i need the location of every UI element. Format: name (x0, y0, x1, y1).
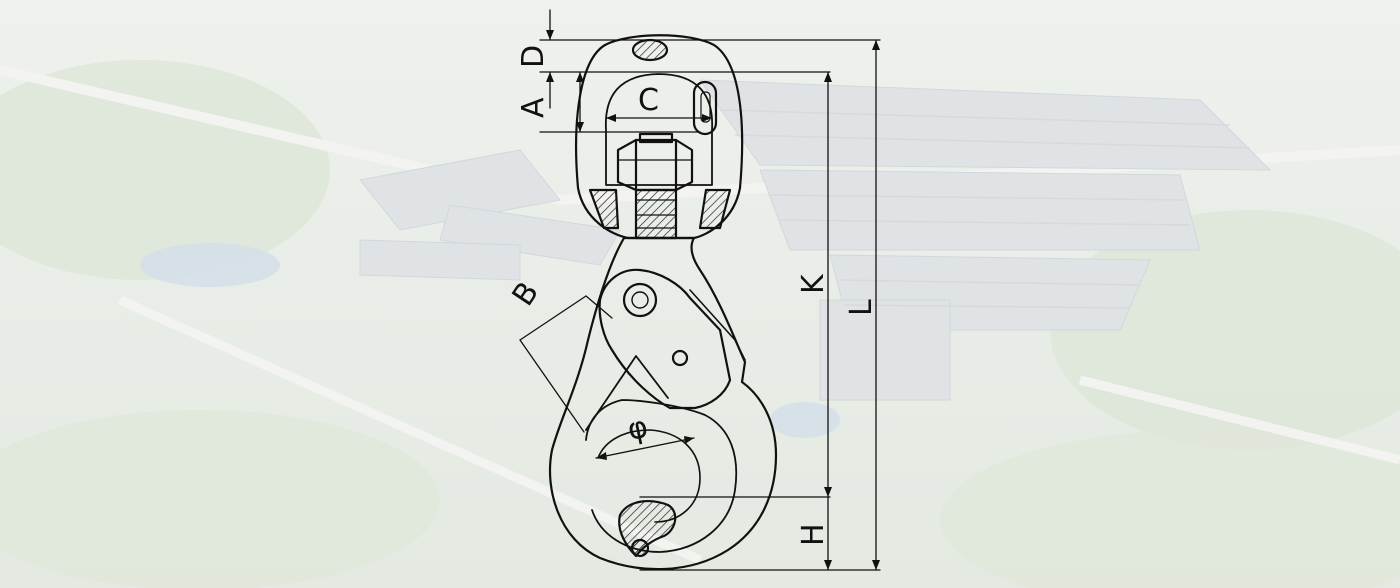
dim-label-b: B (506, 276, 547, 313)
hook-body (548, 236, 778, 571)
dim-label-phi: φ (624, 409, 651, 447)
dim-label-a: A (516, 97, 551, 118)
dimension-arrows (546, 30, 880, 570)
dim-label-d: D (516, 45, 551, 68)
hex-nut (616, 132, 694, 192)
dim-label-k: K (796, 273, 831, 294)
dimension-lines (519, 9, 881, 571)
safety-latch (585, 268, 746, 431)
dim-label-l: L (844, 299, 879, 316)
swivel-shank (634, 188, 678, 240)
swivel-eye (575, 34, 744, 240)
dim-label-c: C (638, 83, 659, 118)
dim-label-h: H (796, 523, 831, 546)
